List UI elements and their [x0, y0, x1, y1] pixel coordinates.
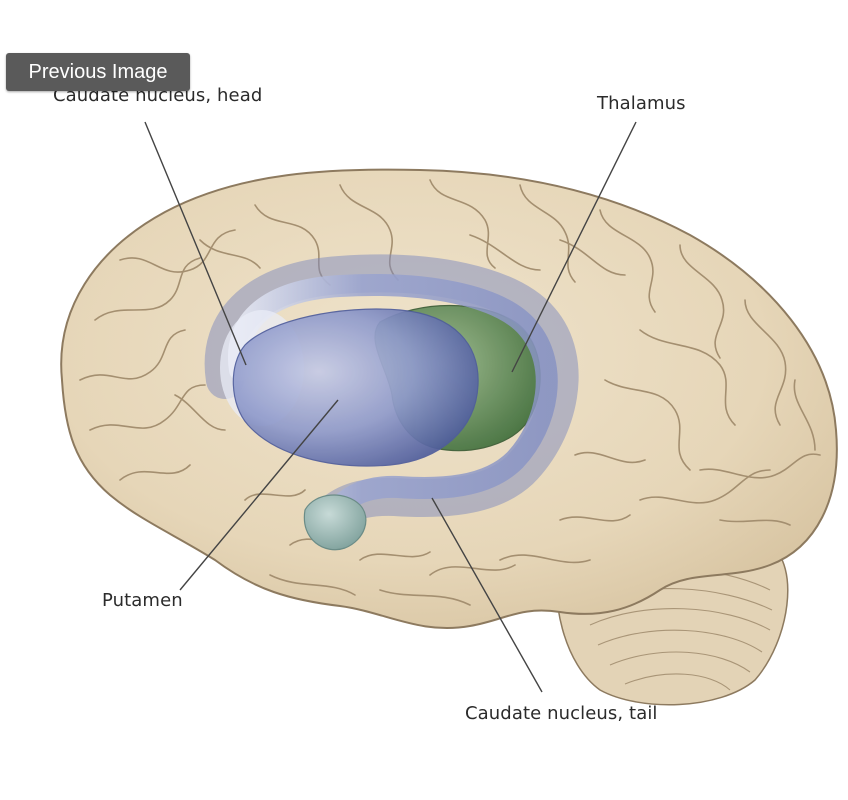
- previous-image-button[interactable]: Previous Image: [6, 53, 190, 91]
- label-caudate-nucleus-tail: Caudate nucleus, tail: [465, 703, 658, 724]
- putamen: [233, 309, 478, 466]
- label-putamen: Putamen: [102, 590, 183, 611]
- label-thalamus: Thalamus: [597, 93, 686, 114]
- amygdala: [304, 495, 366, 550]
